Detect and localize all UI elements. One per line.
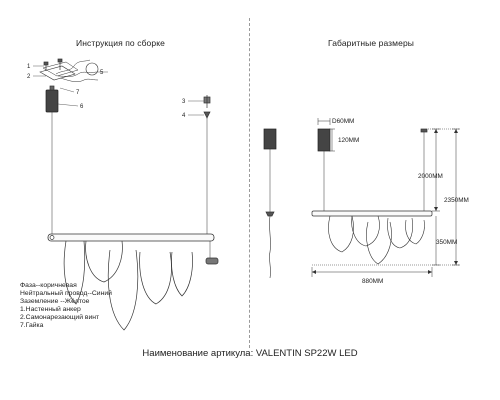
canopy xyxy=(45,89,59,113)
dim-pendant-drop: 350MM xyxy=(436,239,457,246)
legend-item: Фаза--коричневая xyxy=(20,282,77,289)
legend-item: 2.Самонарезающий винт xyxy=(20,314,100,322)
front-view-canopy xyxy=(317,128,331,152)
legend-item: Нейтральный провод--Синий xyxy=(20,290,112,298)
article-name-footer: Наименование артикула: VALENTIN SP22W LE… xyxy=(142,348,358,359)
front-view-bar xyxy=(311,210,433,217)
callout-5: 5 xyxy=(100,70,104,76)
dim-total-height: 2350MM xyxy=(444,197,469,204)
dim-cable-length: 2000MM xyxy=(418,173,443,180)
legend-item: Заземление --Жёлтое xyxy=(20,298,90,306)
callout-6: 6 xyxy=(80,104,84,110)
callout-leaders xyxy=(33,65,204,116)
mounting-plate xyxy=(39,58,79,81)
callout-4: 4 xyxy=(182,113,186,119)
dimensions-title: Габаритные размеры xyxy=(328,38,414,48)
wires xyxy=(55,59,99,82)
light-bar xyxy=(47,233,215,242)
assembly-instructions-title: Инструкция по сборке xyxy=(76,38,165,48)
dimension-arrows xyxy=(312,129,458,274)
callout-7: 7 xyxy=(76,90,80,96)
callout-2: 2 xyxy=(27,74,31,80)
dim-bar-length: 880MM xyxy=(362,278,383,285)
ceiling-anchor xyxy=(203,95,211,119)
dimension-drawing xyxy=(263,118,460,279)
legend-item: 1.Настенный анкер xyxy=(20,306,81,314)
dim-canopy-height: 120MM xyxy=(338,137,359,144)
callout-3: 3 xyxy=(182,99,186,105)
front-view-shades xyxy=(328,215,425,265)
dim-canopy-width: D60MM xyxy=(332,118,354,125)
assembly-drawing xyxy=(39,58,219,331)
legend-item: 7.Гайка xyxy=(20,322,44,330)
glass-shades xyxy=(63,240,193,331)
callout-1: 1 xyxy=(27,64,31,70)
dimension-lines xyxy=(311,118,460,277)
wiring-legend: Фаза--коричневая Нейтральный провод--Син… xyxy=(20,282,112,331)
section-divider xyxy=(249,18,250,348)
side-view-canopy xyxy=(263,128,277,150)
wire-connector xyxy=(85,62,99,76)
